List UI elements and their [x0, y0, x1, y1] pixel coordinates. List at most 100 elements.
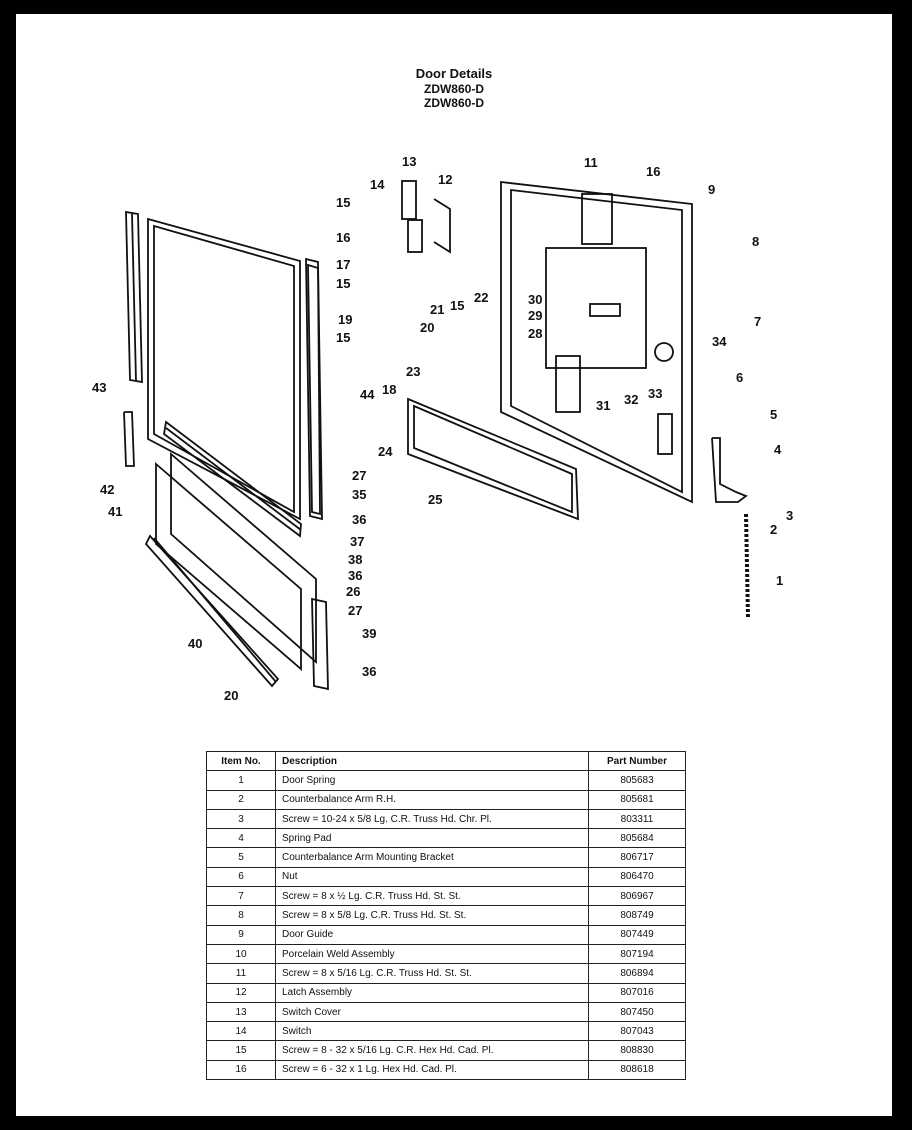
callout-20b: 20	[224, 688, 238, 703]
callout-15d: 15	[450, 298, 464, 313]
callout-21: 21	[430, 302, 444, 317]
side-bracket-part	[123, 411, 135, 467]
callout-12: 12	[438, 172, 452, 187]
description-cell: Porcelain Weld Assembly	[275, 943, 589, 965]
callout-39: 39	[362, 626, 376, 641]
description-cell: Switch	[275, 1021, 589, 1042]
door-panel-part	[147, 217, 301, 521]
description-cell: Switch Cover	[275, 1001, 589, 1023]
part-number-cell: 805684	[588, 828, 686, 849]
callout-17: 17	[336, 257, 350, 272]
callout-15b: 15	[336, 276, 350, 291]
part-number-cell: 807449	[588, 924, 686, 945]
description-cell: Screw = 6 - 32 x 1 Lg. Hex Hd. Cad. Pl.	[275, 1059, 589, 1081]
callout-2: 2	[770, 522, 777, 537]
callout-38: 38	[348, 552, 362, 567]
callout-19: 19	[338, 312, 352, 327]
diagram-sheet: Door Details ZDW860-D ZDW860-D	[16, 14, 892, 1116]
callout-1: 1	[776, 573, 783, 588]
part-number-cell: 807043	[588, 1021, 686, 1042]
callout-16b: 16	[646, 164, 660, 179]
callout-18: 18	[382, 382, 396, 397]
header-part-number: Part Number	[588, 750, 686, 772]
callout-15c: 15	[336, 330, 350, 345]
callout-8: 8	[752, 234, 759, 249]
part-number-cell: 807450	[588, 1001, 686, 1023]
item-no-cell: 1	[206, 770, 276, 791]
part-number-cell: 805683	[588, 770, 686, 791]
callout-25: 25	[428, 492, 442, 507]
description-cell: Counterbalance Arm R.H.	[275, 789, 589, 810]
callout-30: 30	[528, 292, 542, 307]
inner-liner-part	[500, 180, 693, 504]
callout-41: 41	[108, 504, 122, 519]
item-no-cell: 15	[206, 1040, 276, 1061]
item-no-cell: 6	[206, 866, 276, 888]
description-cell: Counterbalance Arm Mounting Bracket	[275, 847, 589, 868]
callout-23: 23	[406, 364, 420, 379]
callout-3: 3	[786, 508, 793, 523]
callout-13: 13	[402, 154, 416, 169]
latch-assembly-part	[555, 303, 674, 455]
description-cell: Screw = 8 x 5/8 Lg. C.R. Truss Hd. St. S…	[275, 905, 589, 926]
item-no-cell: 7	[206, 886, 276, 907]
door-channel-part	[163, 420, 302, 538]
door-trim-strip-part	[305, 257, 323, 521]
callout-6: 6	[736, 370, 743, 385]
exploded-door-diagram: 1 2 3 4 5 6 7 8 9 11 12 13 14 15 15 15 1…	[92, 154, 793, 703]
part-number-cell: 806717	[588, 847, 686, 868]
switch-cover-part	[401, 180, 451, 254]
callout-31: 31	[596, 398, 610, 413]
table-header-row: Item No. Description Part Number	[206, 750, 686, 772]
callout-36b: 36	[348, 568, 362, 583]
callout-24: 24	[378, 444, 393, 459]
door-spring-part	[744, 513, 750, 619]
item-no-cell: 16	[206, 1059, 276, 1081]
item-no-cell: 3	[206, 808, 276, 830]
part-number-cell: 808749	[588, 905, 686, 926]
item-no-cell: 13	[206, 1001, 276, 1023]
item-no-cell: 11	[206, 963, 276, 984]
description-cell: Nut	[275, 866, 589, 888]
callout-43: 43	[92, 380, 106, 395]
callout-36a: 36	[352, 512, 366, 527]
description-cell: Screw = 8 x 5/16 Lg. C.R. Truss Hd. St. …	[275, 963, 589, 984]
description-cell: Spring Pad	[275, 828, 589, 849]
callout-33: 33	[648, 386, 662, 401]
part-number-cell: 805681	[588, 789, 686, 810]
callout-42: 42	[100, 482, 114, 497]
item-no-cell: 4	[206, 828, 276, 849]
part-number-cell: 806470	[588, 866, 686, 888]
part-number-cell: 807194	[588, 943, 686, 965]
header-item-no: Item No.	[206, 750, 276, 772]
callout-35: 35	[352, 487, 366, 502]
callout-27a: 27	[352, 468, 366, 483]
description-cell: Latch Assembly	[275, 982, 589, 1003]
item-no-cell: 12	[206, 982, 276, 1003]
counterbalance-arm-part	[711, 437, 748, 503]
description-cell: Screw = 10-24 x 5/8 Lg. C.R. Truss Hd. C…	[275, 808, 589, 830]
model-number-2: ZDW860-D	[423, 96, 484, 110]
callout-32: 32	[624, 392, 638, 407]
callout-29: 29	[528, 308, 542, 323]
part-number-cell: 806967	[588, 886, 686, 907]
description-cell: Screw = 8 - 32 x 5/16 Lg. C.R. Hex Hd. C…	[275, 1040, 589, 1061]
diagram-title: Door Details	[415, 66, 493, 81]
callout-27b: 27	[348, 603, 362, 618]
callout-36c: 36	[362, 664, 376, 679]
part-number-cell: 807016	[588, 982, 686, 1003]
